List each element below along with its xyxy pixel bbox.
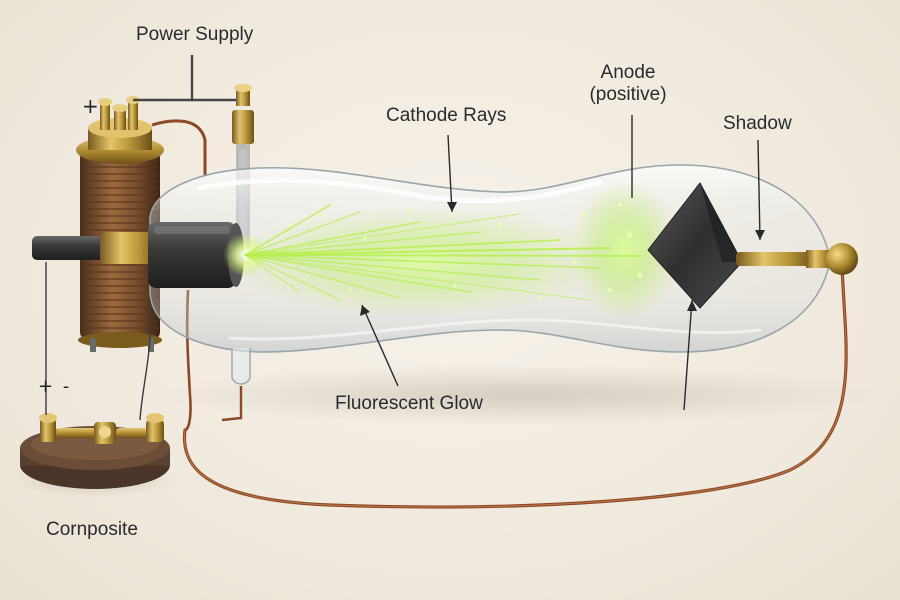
label-cathode-rays: Cathode Rays	[386, 105, 507, 126]
anode-terminal	[806, 243, 858, 275]
label-anode: Anode (positive)	[582, 62, 674, 106]
plus-sign-top: +	[82, 94, 99, 118]
pointer-arrowheads	[360, 202, 765, 316]
wire-power-supply	[133, 55, 194, 102]
ray-sparkles	[288, 203, 643, 300]
plus-minus-signs: + -	[38, 376, 72, 397]
label-power-supply: Power Supply	[136, 24, 254, 45]
wire-coil-copper	[151, 119, 207, 175]
label-shadow: Shadow	[723, 113, 792, 134]
glass-highlight	[197, 177, 603, 204]
cathode-rays	[244, 204, 641, 301]
pointer-lines	[361, 115, 761, 411]
wire-coil-to-composite-2	[139, 300, 151, 421]
label-anode-line1: Anode	[600, 62, 656, 83]
wire-return-highlight	[183, 267, 847, 508]
floor-shadow	[160, 365, 880, 425]
glass-highlight-lower	[228, 318, 762, 341]
label-fluorescent-glow: Fluorescent Glow	[335, 393, 483, 414]
anode-cross	[647, 182, 816, 309]
composite-stand	[20, 413, 170, 489]
label-composite: Cornposite	[46, 519, 138, 540]
label-anode-line2: (positive)	[589, 83, 667, 105]
cathode-rod	[32, 236, 112, 260]
anode-glow	[570, 180, 680, 320]
glass-stub	[231, 348, 251, 385]
cathode-collar	[100, 232, 160, 264]
wire-stub	[221, 386, 243, 422]
